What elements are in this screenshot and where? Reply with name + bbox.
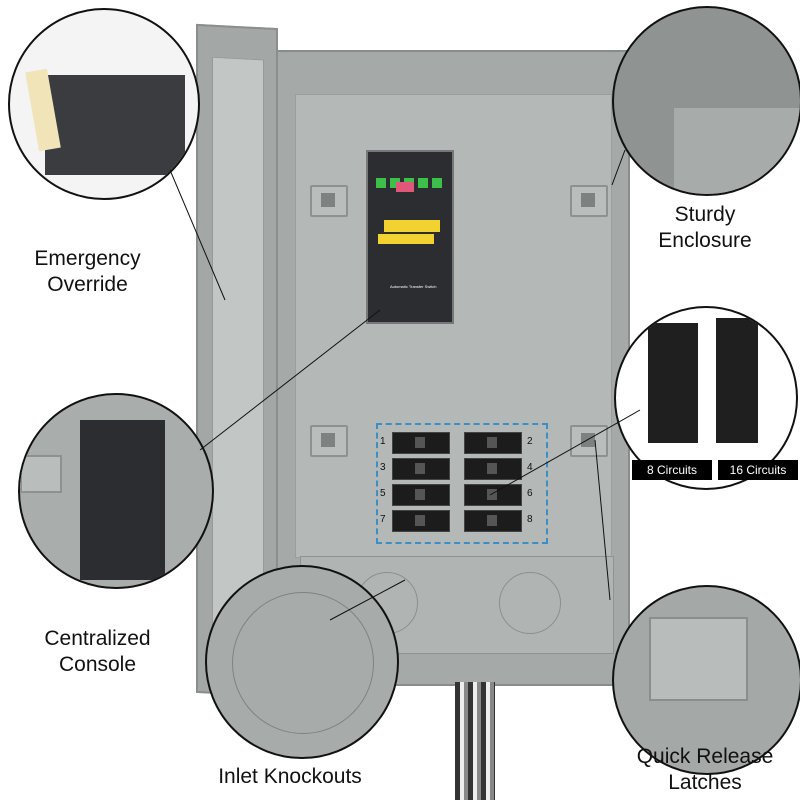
breaker[interactable] — [464, 484, 522, 506]
wires — [455, 682, 495, 800]
breaker-number: 7 — [380, 514, 386, 525]
breaker[interactable] — [464, 432, 522, 454]
breaker-number: 1 — [380, 436, 386, 447]
pointer-line — [199, 309, 381, 451]
latch-closeup — [649, 617, 748, 701]
pointer-line — [489, 409, 641, 496]
latch[interactable] — [310, 185, 348, 217]
override-module — [45, 75, 185, 175]
latch[interactable] — [570, 425, 608, 457]
pointer-line — [611, 149, 626, 186]
display — [396, 182, 414, 192]
detail-sturdy-enclosure — [612, 6, 800, 196]
warning-label — [384, 220, 440, 232]
breaker-area-highlight — [376, 423, 548, 544]
latch[interactable] — [570, 185, 608, 217]
knockout — [499, 572, 561, 634]
breaker-option-16: 16 Circuits — [718, 460, 798, 480]
console-title: Automatic Transfer Switch — [390, 284, 437, 289]
detail-quick-release-latches — [612, 585, 800, 775]
breaker-option-8: 8 Circuits — [632, 460, 712, 480]
label-emergency-override: Emergency Override — [34, 247, 141, 296]
pointer-line — [329, 579, 406, 621]
warning-label — [378, 234, 434, 244]
breaker[interactable] — [464, 458, 522, 480]
breaker-number: 3 — [380, 462, 386, 473]
pointer-line — [169, 169, 226, 301]
breaker[interactable] — [392, 510, 450, 532]
label-sturdy-enclosure: Sturdy Enclosure — [658, 203, 752, 252]
detail-centralized-console — [18, 393, 214, 589]
enclosure-corner — [674, 108, 800, 194]
label-centralized-console: Centralized Console — [44, 627, 151, 676]
breaker[interactable] — [392, 458, 450, 480]
breaker-number: 6 — [527, 488, 533, 499]
label-inlet-knockouts: Inlet Knockouts — [218, 765, 362, 788]
latch[interactable] — [310, 425, 348, 457]
detail-inlet-knockouts — [205, 565, 399, 759]
breaker-number: 8 — [527, 514, 533, 525]
knockout-closeup — [232, 592, 374, 734]
tandem-breaker — [716, 318, 758, 443]
pointer-line — [594, 439, 611, 601]
latch-closeup — [20, 455, 62, 493]
console-panel: Automatic Transfer Switch — [366, 150, 454, 324]
breaker[interactable] — [392, 484, 450, 506]
breaker-number: 4 — [527, 462, 533, 473]
breaker[interactable] — [392, 432, 450, 454]
breaker-number: 5 — [380, 488, 386, 499]
console-closeup — [80, 420, 165, 580]
breaker-number: 2 — [527, 436, 533, 447]
detail-emergency-override — [8, 8, 200, 200]
detail-breaker-options — [614, 306, 798, 490]
label-quick-release-latches: Quick Release Latches — [636, 745, 774, 794]
single-breaker — [648, 323, 698, 443]
breaker[interactable] — [464, 510, 522, 532]
